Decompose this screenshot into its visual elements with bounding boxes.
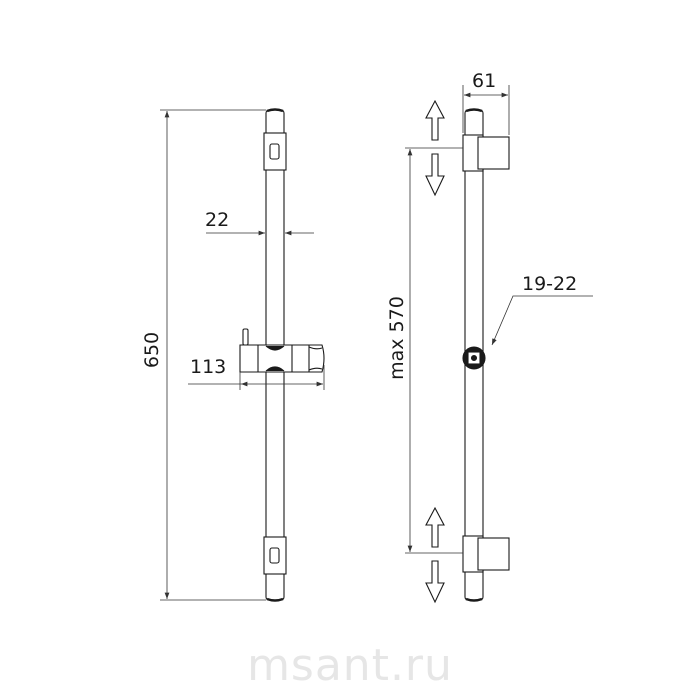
- side-view: [425, 99, 510, 604]
- arrow-down-icon: [425, 560, 445, 604]
- bottom-wall-bracket: [462, 535, 510, 573]
- depth-61-label: 61: [472, 70, 496, 92]
- top-wall-bracket: [462, 134, 510, 172]
- side-dimensions: [405, 85, 593, 554]
- shower-holder: [239, 328, 325, 373]
- height-650-label: 650: [141, 332, 163, 368]
- wall-fixing: [462, 346, 486, 370]
- length-113-label: 113: [190, 356, 226, 378]
- front-view: [239, 108, 325, 602]
- arrow-down-icon: [425, 153, 445, 197]
- arrow-up-icon: [425, 506, 445, 548]
- watermark: msant.ru: [247, 640, 453, 691]
- diameter-22-label: 22: [205, 209, 229, 231]
- front-dimensions: [160, 109, 325, 601]
- fixing-19-22-label: 19-22: [522, 273, 577, 295]
- max-570-label: max 570: [386, 296, 408, 380]
- arrow-up-icon: [425, 99, 445, 141]
